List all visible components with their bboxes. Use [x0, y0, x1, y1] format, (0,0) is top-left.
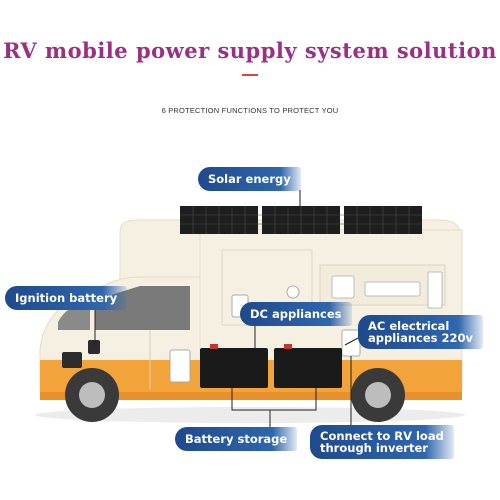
rear-wheel-hub	[365, 382, 391, 408]
wall-socket	[331, 275, 355, 299]
battery-left	[200, 348, 268, 388]
label-battery-storage: Battery storage	[175, 427, 298, 451]
front-wheel-hub	[79, 382, 105, 408]
label-ac-line1: AC electrical	[368, 319, 450, 333]
label-inverter: Connect to RV load through inverter	[310, 425, 454, 459]
label-solar-energy: Solar energy	[198, 167, 301, 191]
label-dc-appliances: DC appliances	[240, 302, 352, 326]
side-mirror	[88, 340, 100, 354]
label-ac-appliances: AC electrical appliances 220v	[358, 315, 484, 349]
refrigerator	[427, 271, 443, 309]
label-dc-appliances-text: DC appliances	[250, 307, 342, 321]
page-title: RV mobile power supply system solution	[3, 38, 497, 63]
label-ignition-battery-text: Ignition battery	[15, 291, 118, 305]
charge-controller	[169, 349, 191, 383]
leader-lines	[94, 190, 359, 430]
label-inverter-line1: Connect to RV load	[320, 429, 444, 443]
battery-right-terminal	[284, 344, 292, 349]
title-divider	[242, 74, 258, 76]
label-ac-line2: appliances 220v	[368, 331, 474, 345]
label-inverter-line2: through inverter	[320, 441, 428, 455]
battery-left-terminal	[210, 344, 218, 349]
air-conditioner	[364, 281, 421, 297]
label-ignition-battery: Ignition battery	[5, 286, 128, 310]
page-subtitle: 6 PROTECTION FUNCTIONS TO PROTECT YOU	[161, 106, 339, 115]
solar-panels	[180, 206, 422, 234]
battery-right	[274, 348, 342, 388]
ignition-battery-icon	[62, 352, 82, 368]
label-solar-energy-text: Solar energy	[208, 172, 291, 186]
label-battery-storage-text: Battery storage	[185, 432, 288, 446]
light-bulb	[286, 285, 300, 299]
